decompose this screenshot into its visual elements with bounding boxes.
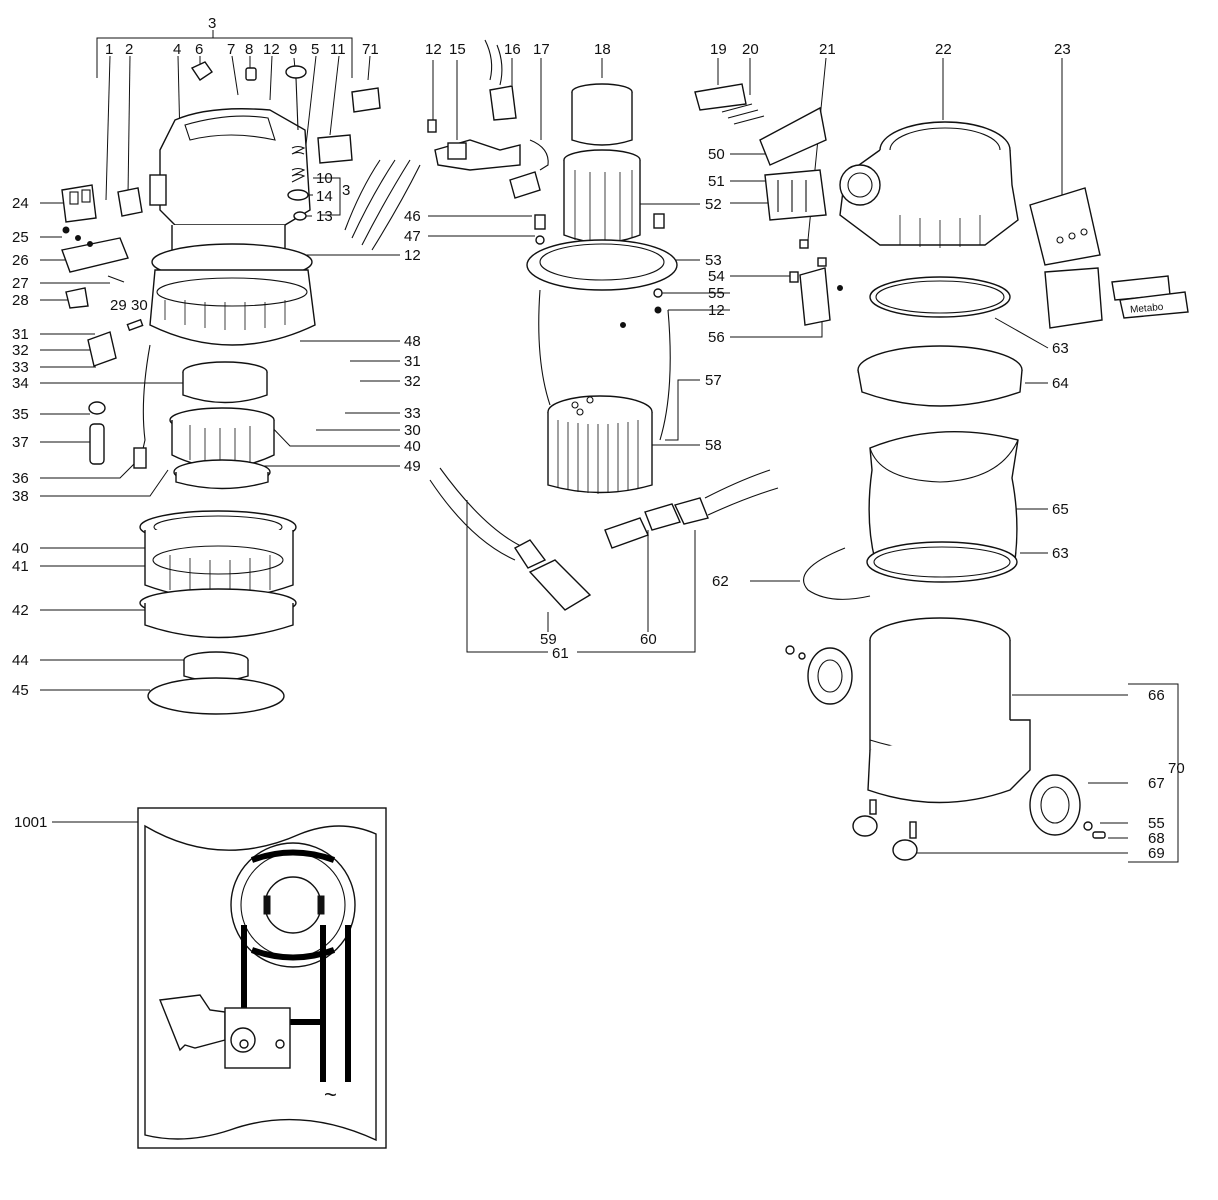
- callout-44: 44: [12, 652, 29, 669]
- callout-35: 35: [12, 406, 29, 423]
- callout-54: 54: [708, 268, 725, 285]
- callout-27: 27: [12, 275, 29, 292]
- callout-9: 9: [289, 41, 297, 58]
- callout-45: 45: [12, 682, 29, 699]
- callout-60: 60: [640, 631, 657, 648]
- filter-holder-group: [526, 83, 678, 494]
- wiring-diagram: ~: [137, 807, 387, 1149]
- callout-10: 10: [316, 170, 333, 187]
- brand-badge-text: Metabo: [1130, 302, 1165, 316]
- leader-lines: [40, 30, 1179, 863]
- callout-33-b: 33: [404, 405, 421, 422]
- callout-57: 57: [705, 372, 722, 389]
- callout-5: 5: [311, 41, 319, 58]
- callout-22: 22: [935, 41, 952, 58]
- ac-symbol: ~: [324, 1082, 337, 1107]
- callout-40-b: 40: [12, 540, 29, 557]
- callout-31-a: 31: [12, 326, 29, 343]
- middle-electrical-group: [344, 39, 549, 251]
- callout-70: 70: [1168, 760, 1185, 777]
- callout-37: 37: [12, 434, 29, 451]
- callout-65: 65: [1052, 501, 1069, 518]
- callout-69: 69: [1148, 845, 1165, 862]
- callout-46: 46: [404, 208, 421, 225]
- callout-14: 14: [316, 188, 333, 205]
- callout-21: 21: [819, 41, 836, 58]
- motor-small-parts: [61, 61, 381, 469]
- callout-3-side: 3: [342, 182, 350, 199]
- callout-32-a: 32: [12, 342, 29, 359]
- callout-71: 71: [362, 41, 379, 58]
- callout-17: 17: [533, 41, 550, 58]
- callout-34: 34: [12, 375, 29, 392]
- callout-40-a: 40: [404, 438, 421, 455]
- callout-62: 62: [712, 573, 729, 590]
- callout-11: 11: [330, 41, 346, 58]
- callout-67: 67: [1148, 775, 1165, 792]
- callout-19: 19: [710, 41, 727, 58]
- callout-25: 25: [12, 229, 29, 246]
- callout-63-b: 63: [1052, 545, 1069, 562]
- callout-1: 1: [105, 41, 113, 58]
- callout-30-a: 30: [131, 297, 148, 314]
- callout-7: 7: [227, 41, 235, 58]
- lid-clamp-group: [694, 83, 843, 326]
- callout-12-b: 12: [404, 247, 421, 264]
- callout-64: 64: [1052, 375, 1069, 392]
- callout-12-a: 12: [263, 41, 280, 58]
- callout-24: 24: [12, 195, 29, 212]
- callout-41: 41: [12, 558, 29, 575]
- callout-29: 29: [110, 297, 127, 314]
- callout-66: 66: [1148, 687, 1165, 704]
- callout-68: 68: [1148, 830, 1165, 847]
- callout-51: 51: [708, 173, 725, 190]
- callout-49: 49: [404, 458, 421, 475]
- callout-50: 50: [708, 146, 725, 163]
- callout-18: 18: [594, 41, 611, 58]
- callout-13: 13: [316, 208, 333, 225]
- callout-16: 16: [504, 41, 521, 58]
- callout-8: 8: [245, 41, 253, 58]
- motor-base-group: [139, 510, 297, 715]
- callout-2: 2: [125, 41, 133, 58]
- callout-1001: 1001: [14, 814, 47, 831]
- callout-53: 53: [705, 252, 722, 269]
- callout-38: 38: [12, 488, 29, 505]
- callout-28: 28: [12, 292, 29, 309]
- callout-4: 4: [173, 41, 181, 58]
- callout-56: 56: [708, 329, 725, 346]
- callout-15: 15: [449, 41, 466, 58]
- callout-labels: 3 1 2 4 6 7 8 12 9 5 11 71 10 3 14 13 12…: [12, 15, 1185, 862]
- callout-26: 26: [12, 252, 29, 269]
- callout-55-a: 55: [708, 285, 725, 302]
- callout-47: 47: [404, 228, 421, 245]
- callout-36: 36: [12, 470, 29, 487]
- callout-58: 58: [705, 437, 722, 454]
- callout-12-d: 12: [708, 302, 725, 319]
- callout-63-a: 63: [1052, 340, 1069, 357]
- callout-12-c: 12: [425, 41, 442, 58]
- callout-42: 42: [12, 602, 29, 619]
- motor-head-group: [149, 108, 316, 490]
- tank-group: Metabo: [785, 121, 1189, 861]
- callout-32-b: 32: [404, 373, 421, 390]
- callout-23: 23: [1054, 41, 1071, 58]
- callout-33-a: 33: [12, 359, 29, 376]
- callout-48: 48: [404, 333, 421, 350]
- callout-30-b: 30: [404, 422, 421, 439]
- callout-31-b: 31: [404, 353, 421, 370]
- callout-52: 52: [705, 196, 722, 213]
- callout-6: 6: [195, 41, 203, 58]
- callout-55-b: 55: [1148, 815, 1165, 832]
- hose-group: [429, 467, 779, 611]
- callout-3-top: 3: [208, 15, 216, 32]
- callout-59: 59: [540, 631, 557, 648]
- callout-61: 61: [552, 645, 569, 662]
- callout-20: 20: [742, 41, 759, 58]
